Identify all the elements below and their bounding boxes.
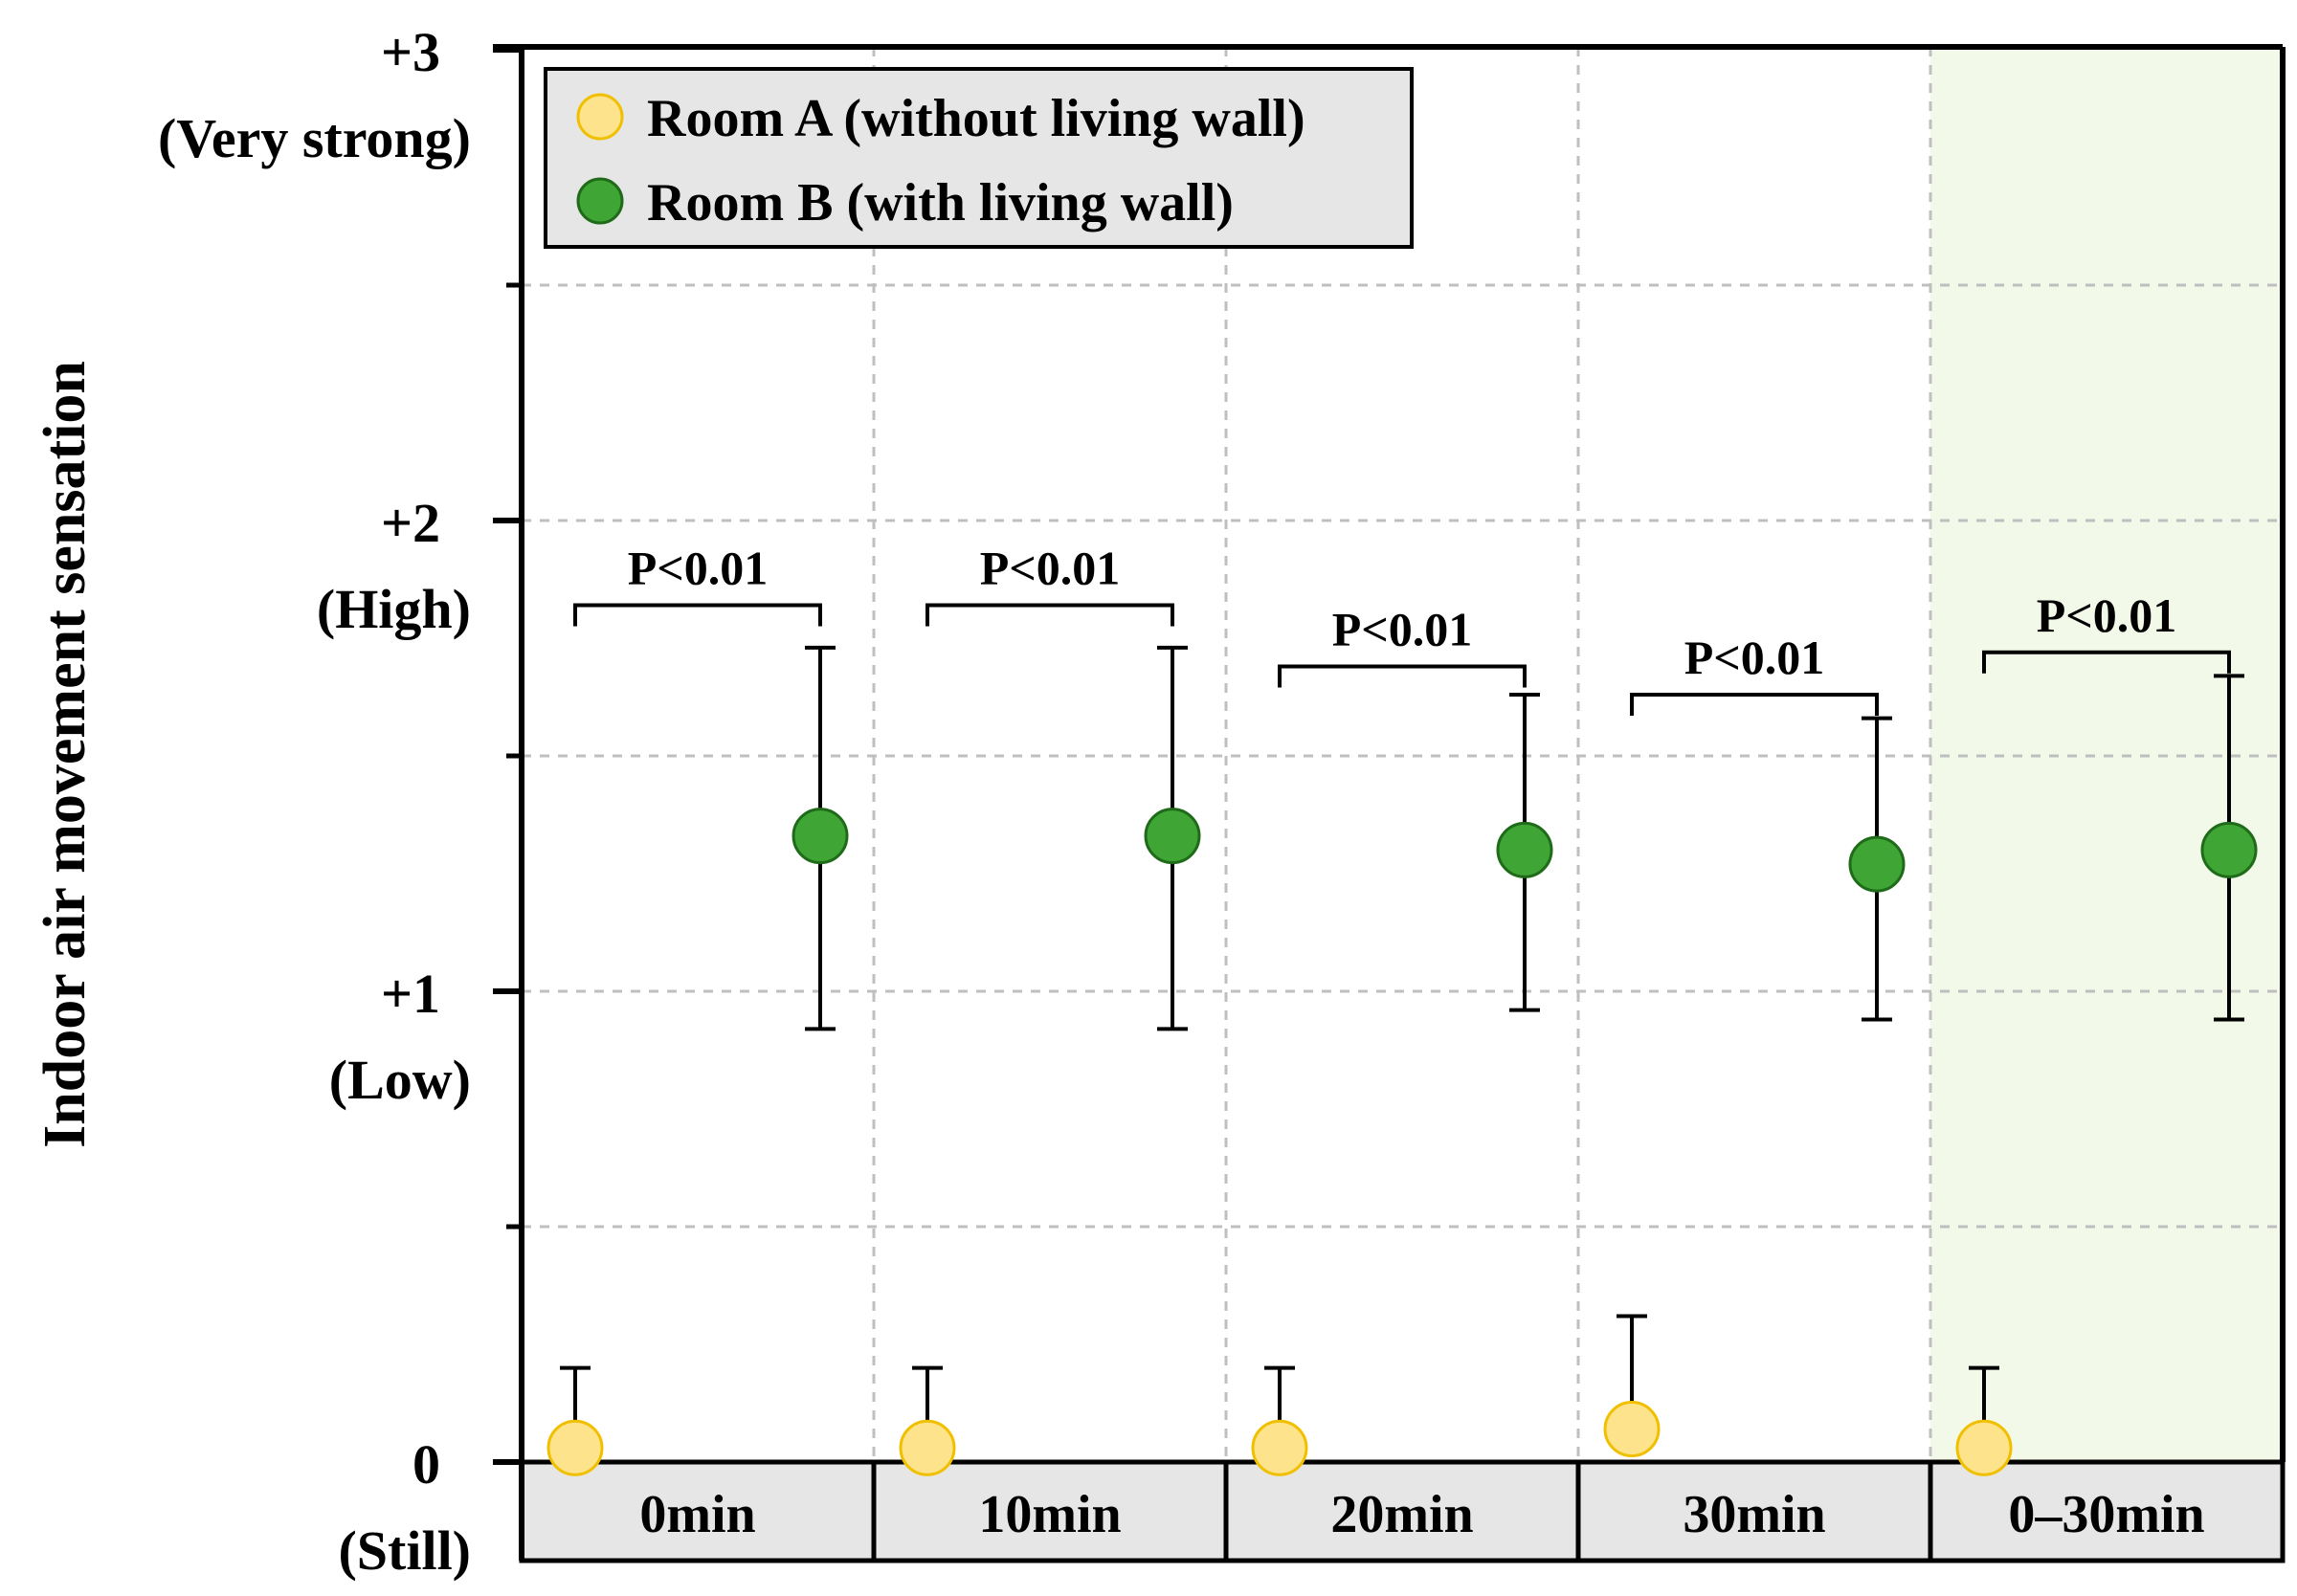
significance-bracket [925,603,1174,627]
y-tick-sublabel: (High) [317,578,471,640]
y-tick-sublabel: (Very strong) [158,107,471,169]
y-tick-label: +1 [381,963,440,1025]
data-point [546,1419,604,1476]
category-bar [519,1459,2286,1563]
data-point [1848,835,1906,893]
significance-bracket [573,603,822,627]
y-tick-sublabel: (Low) [329,1049,471,1111]
legend-box [544,67,1414,249]
data-point [2200,821,2258,878]
significance-bracket [1278,664,1527,688]
data-point [1251,1419,1308,1476]
data-point [1603,1401,1661,1458]
x-tick-label: 0min [639,1485,755,1544]
y-axis-label: Indoor air movement sensation [33,361,98,1148]
data-point [1955,1419,2013,1476]
significance-label: P<0.01 [628,542,769,595]
data-point [1496,821,1553,878]
significance-bracket [1982,650,2231,674]
y-tick-sublabel: (Still) [338,1519,471,1582]
significance-label: P<0.01 [1684,631,1825,684]
significance-bracket [1630,693,1879,717]
x-tick-label: 20min [1330,1485,1473,1544]
y-tick-label: 0 [413,1433,440,1496]
significance-label: P<0.01 [980,542,1121,595]
legend-marker [576,177,624,225]
data-point [899,1419,956,1476]
data-point [792,808,849,865]
significance-label: P<0.01 [2037,588,2177,642]
legend-label: Room A (without living wall) [647,89,1305,148]
data-point [1144,808,1201,865]
x-tick-label: 10min [978,1485,1121,1544]
legend-marker [576,93,624,141]
legend-label: Room B (with living wall) [647,173,1234,233]
x-tick-label: 0–30min [2008,1485,2204,1544]
legend: Room A (without living wall) Room B (with… [544,67,1414,249]
significance-label: P<0.01 [1332,603,1473,656]
y-tick-label: +3 [381,21,440,83]
x-tick-label: 30min [1683,1485,1825,1544]
y-tick-label: +2 [381,492,440,554]
